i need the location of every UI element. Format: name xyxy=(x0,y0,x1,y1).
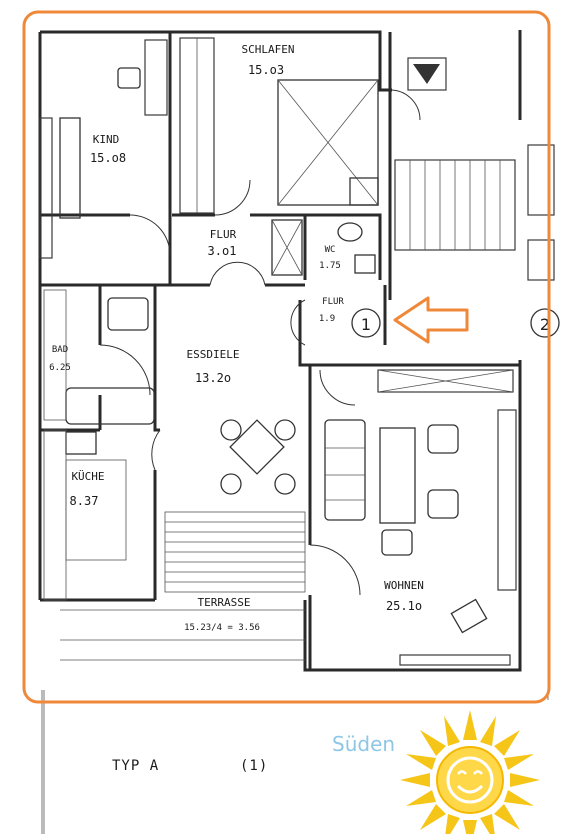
room-wohnen-area: 25.1o xyxy=(386,599,422,613)
room-terrasse-name: TERRASSE xyxy=(198,596,251,609)
bed-schlafen xyxy=(277,79,379,206)
orientation-label: Süden xyxy=(332,732,396,756)
entry-number: 1 xyxy=(361,315,371,334)
dining-table xyxy=(220,419,296,495)
doors xyxy=(99,89,421,596)
room-kind-area: 15.o8 xyxy=(90,151,126,165)
highlight-frame xyxy=(22,10,551,704)
room-schlafen-area: 15.o3 xyxy=(248,63,284,77)
bad-fixtures xyxy=(43,289,155,425)
room-wc-name: WC xyxy=(325,245,336,255)
room-essdiele-area: 13.2o xyxy=(195,371,231,385)
room-schlafen-name: SCHLAFEN xyxy=(242,43,295,56)
kueche-fixtures xyxy=(43,429,127,601)
room-flur-upper-area: 3.o1 xyxy=(208,244,237,258)
room-terrasse-area: 15.23/4 = 3.56 xyxy=(184,623,260,633)
north-arrow-icon xyxy=(407,57,447,91)
interior-walls xyxy=(40,32,387,670)
neighbor-marker: 2 xyxy=(530,308,560,338)
wohnen-furniture xyxy=(324,419,488,634)
entrance-arrow-icon xyxy=(393,296,469,344)
type-label: TYP A xyxy=(112,758,160,774)
room-wohnen-name: WOHNEN xyxy=(384,579,424,592)
room-flur-entry-area: 1.9 xyxy=(319,314,335,324)
outer-walls xyxy=(38,30,522,672)
wc-fixtures xyxy=(271,219,376,276)
sun-icon xyxy=(400,710,540,834)
room-kueche-name: KÜCHE xyxy=(71,470,104,483)
room-kind-name: KIND xyxy=(93,133,120,146)
room-bad-name: BAD xyxy=(52,345,68,355)
neighbor-number: 2 xyxy=(540,315,550,334)
room-wc-area: 1.75 xyxy=(319,261,341,271)
room-labels: SCHLAFEN 15.o3 KIND 15.o8 FLUR 3.o1 WC 1… xyxy=(49,43,424,633)
type-number: (1) xyxy=(240,758,269,774)
staircase xyxy=(394,144,555,281)
terrace-hatch xyxy=(60,511,306,661)
room-flur-entry-name: FLUR xyxy=(322,297,344,307)
entry-marker: 1 xyxy=(351,308,381,338)
windows xyxy=(39,37,517,666)
room-bad-area: 6.25 xyxy=(49,363,71,373)
room-kueche-area: 8.37 xyxy=(70,494,99,508)
room-flur-upper-name: FLUR xyxy=(210,228,237,241)
furniture-kind xyxy=(59,67,141,219)
room-essdiele-name: ESSDIELE xyxy=(187,348,240,361)
